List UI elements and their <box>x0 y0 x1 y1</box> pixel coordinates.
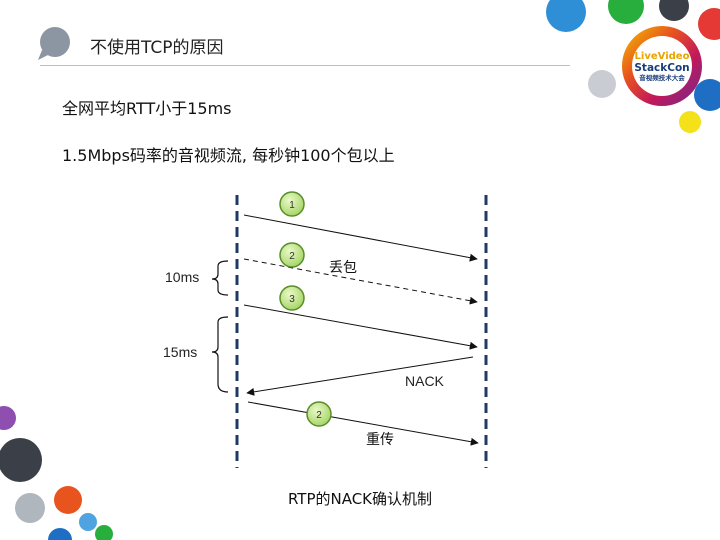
bubble-dark <box>659 0 689 21</box>
bubble-blue-3 <box>48 528 72 540</box>
title-divider <box>40 65 570 66</box>
packet-3-number: 3 <box>289 294 295 305</box>
packet-2-number: 2 <box>289 251 295 262</box>
nack-label: NACK <box>405 373 445 389</box>
logo-line3: 音视频技术大会 <box>639 73 685 82</box>
diagram-caption: RTP的NACK确认机制 <box>287 490 433 508</box>
packet-2-retransmit-number: 2 <box>316 410 322 421</box>
bubble-grey-2 <box>15 493 45 523</box>
bubble-yellow <box>679 111 701 133</box>
logo-line2: StackCon <box>634 62 689 74</box>
brace-15ms <box>211 316 229 393</box>
retransmit-label: 重传 <box>366 432 394 448</box>
decor-bubbles-top <box>546 0 720 133</box>
bullet-bitrate: 1.5Mbps码率的音视频流, 每秒钟100个包以上 <box>62 146 395 165</box>
packet-3: 3 <box>279 285 305 311</box>
lost-packet-label: 丢包 <box>329 260 357 276</box>
title-bubble-icon <box>38 27 70 60</box>
bubble-blue-2 <box>694 79 720 111</box>
bubble-blue <box>546 0 586 32</box>
bubble-dark-2 <box>0 438 42 482</box>
packet-2: 2 <box>279 242 305 268</box>
bullet-rtt: 全网平均RTT小于15ms <box>62 99 232 118</box>
bubble-grey <box>588 70 616 98</box>
interval-label-10ms: 10ms <box>165 269 199 285</box>
bubble-red <box>698 8 720 40</box>
decor-bubbles-bottom <box>0 406 113 540</box>
bubble-green-2 <box>95 525 113 540</box>
brace-10ms <box>211 260 229 296</box>
retransmit-arrow <box>247 401 479 446</box>
packet-2-retransmit: 2 <box>306 401 332 427</box>
packet-1-arrow <box>243 214 478 262</box>
interval-label-15ms: 15ms <box>163 344 197 360</box>
packet-1-number: 1 <box>289 200 295 211</box>
bubble-purple <box>0 406 16 430</box>
packet-2-lost-arrow <box>243 258 478 305</box>
event-logo: LiveVideo StackCon 音视频技术大会 <box>622 26 702 106</box>
packet-3-arrow <box>243 304 478 350</box>
packet-1: 1 <box>279 191 305 217</box>
nack-arrow <box>246 356 474 396</box>
logo-line1: LiveVideo <box>635 51 690 62</box>
bubble-orange <box>54 486 82 514</box>
logo-center <box>632 36 692 96</box>
bubble-lightblue <box>79 513 97 531</box>
slide-title: 不使用TCP的原因 <box>90 38 224 58</box>
bubble-green <box>608 0 644 24</box>
